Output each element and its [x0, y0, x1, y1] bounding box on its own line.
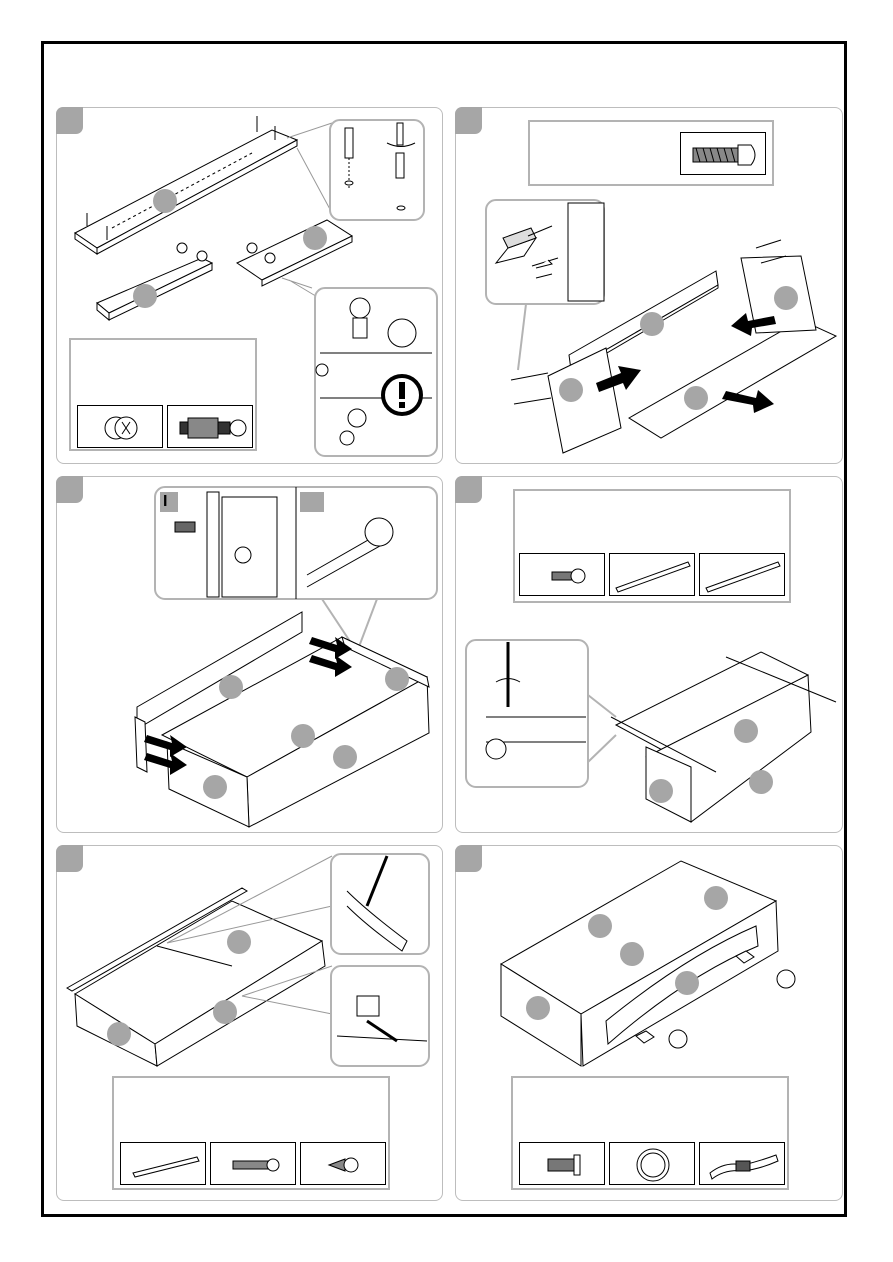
part-label — [684, 386, 708, 410]
step-3-panel: I — [56, 476, 443, 833]
step-4-panel — [455, 476, 843, 833]
part-label — [291, 724, 315, 748]
inset-label-i: I — [163, 493, 167, 511]
part-label — [303, 226, 327, 250]
step-6-hardware-box — [511, 1076, 789, 1190]
step-1-hardware-box — [69, 338, 257, 451]
part-label — [227, 930, 251, 954]
part-label — [559, 378, 583, 402]
part-label — [107, 1022, 131, 1046]
part-label — [153, 189, 177, 213]
knob-icon — [609, 1142, 695, 1185]
part-label — [526, 996, 550, 1020]
part-label — [649, 779, 673, 803]
part-label — [734, 719, 758, 743]
part-label — [385, 667, 409, 691]
part-label — [774, 286, 798, 310]
part-label — [620, 942, 644, 966]
part-label — [333, 745, 357, 769]
step-3-illustration — [57, 477, 444, 834]
step-5-panel — [56, 845, 443, 1201]
handle-bolt-icon — [519, 1142, 605, 1185]
cam-bolt-icon — [167, 405, 253, 448]
part-label — [749, 770, 773, 794]
step-5-hardware-box — [112, 1076, 390, 1190]
step-2-illustration — [456, 108, 844, 465]
part-label — [704, 886, 728, 910]
long-screw-icon — [210, 1142, 296, 1185]
part-label — [133, 284, 157, 308]
part-label — [675, 971, 699, 995]
step-4-illustration — [456, 477, 844, 834]
part-label — [203, 775, 227, 799]
part-label — [219, 675, 243, 699]
step-1-panel — [56, 107, 443, 464]
part-label — [640, 312, 664, 336]
step-6-panel — [455, 845, 843, 1201]
cam-lock-icon — [77, 405, 163, 448]
part-label — [588, 914, 612, 938]
drawer-slide-icon — [120, 1142, 206, 1185]
decorative-escutcheon-icon — [699, 1142, 785, 1185]
part-label — [213, 1000, 237, 1024]
short-screw-icon — [300, 1142, 386, 1185]
step-2-panel — [455, 107, 843, 464]
